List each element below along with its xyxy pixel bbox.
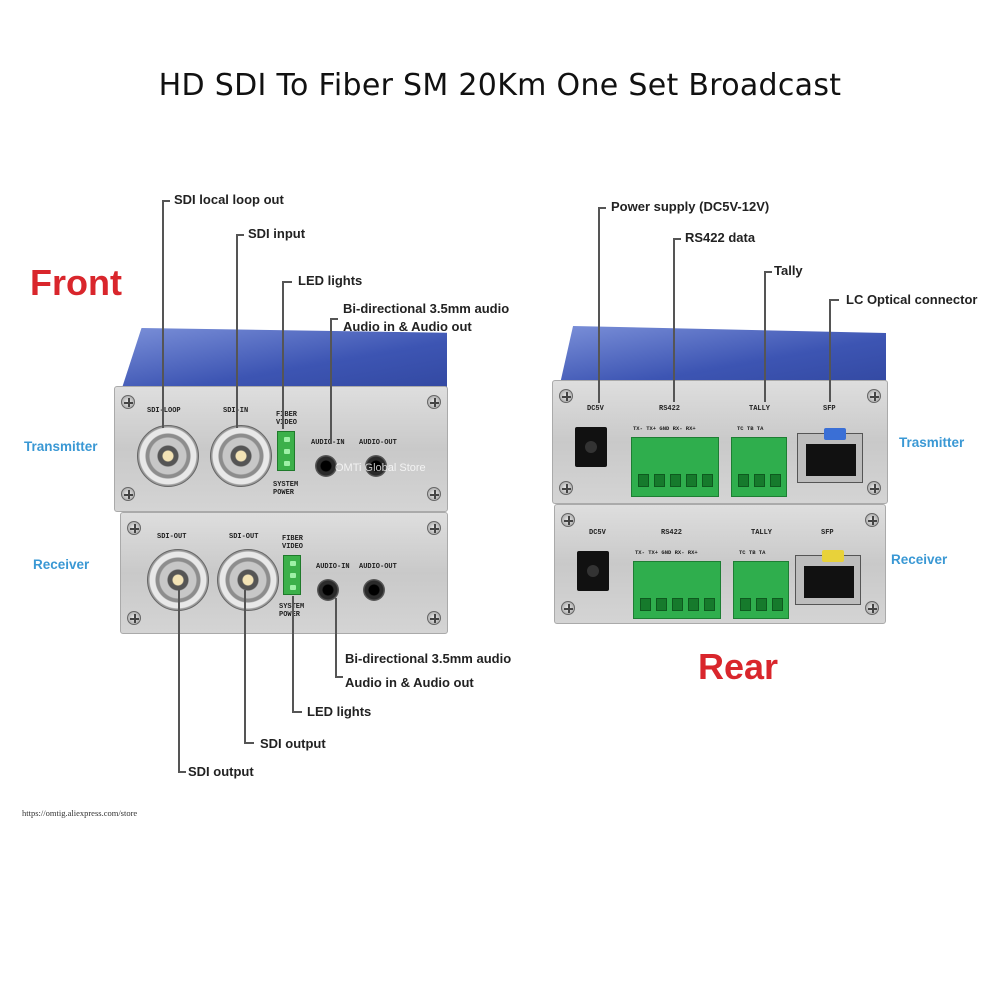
rear-label: Rear <box>698 646 779 687</box>
callout-audio-bottom-line1: Bi-directional 3.5mm audio <box>345 651 512 666</box>
tx-video-label: VIDEO <box>276 419 298 427</box>
rx-audio-in-label: AUDIO-IN <box>316 563 350 571</box>
rx-video-label: VIDEO <box>282 543 304 551</box>
transmitter-label-front: Transmitter <box>24 439 98 454</box>
callout-audio-top-line2: Audio in & Audio out <box>343 319 472 334</box>
tx-rs422-terminal[interactable] <box>631 437 719 497</box>
callout-sdi-output-right: SDI output <box>260 736 326 751</box>
sdi-out2-connector[interactable] <box>217 549 279 611</box>
callout-sdi-output-left: SDI output <box>188 764 254 779</box>
tx-audio-in-jack[interactable] <box>315 455 337 477</box>
page-title: HD SDI To Fiber SM 20Km One Set Broadcas… <box>158 68 842 103</box>
rx-audio-out-jack[interactable] <box>363 579 385 601</box>
callout-sdi-input: SDI input <box>248 226 306 241</box>
rx-dc-power-jack[interactable] <box>577 551 609 591</box>
callout-sdi-loop: SDI local loop out <box>174 192 284 207</box>
store-watermark: OMTi Global Store <box>335 462 426 474</box>
rx-rs422-pins: TX- TX+ GND RX- RX+ <box>635 549 698 556</box>
rx-system-label: SYSTEM <box>279 603 304 611</box>
rx-led-indicator <box>283 555 301 595</box>
tx-tally-label: TALLY <box>749 405 771 413</box>
footer-store-url: https://omtig.aliexpress.com/store <box>22 808 138 818</box>
rx-fiber-label: FIBER <box>282 535 304 543</box>
sdi-loop-connector[interactable] <box>137 425 199 487</box>
front-label: Front <box>30 262 122 303</box>
sdi-in-connector[interactable] <box>210 425 272 487</box>
tx-dc5v-label: DC5V <box>587 405 604 413</box>
tx-system-label: SYSTEM <box>273 481 299 489</box>
callout-optical: LC Optical connector <box>846 292 978 307</box>
tx-tally-terminal[interactable] <box>731 437 787 497</box>
tx-audio-out-jack[interactable] <box>365 455 387 477</box>
tx-led-indicator <box>277 431 295 471</box>
rx-sfp-tab <box>822 550 844 562</box>
tx-sdi-loop-label: SDI-LOOP <box>147 407 181 415</box>
transmitter-label-rear: Trasmitter <box>899 435 965 450</box>
rx-sfp-label: SFP <box>821 529 834 537</box>
rx-sdi-out2-label: SDI-OUT <box>229 533 259 541</box>
rx-audio-out-label: AUDIO-OUT <box>359 563 397 571</box>
rx-audio-in-jack[interactable] <box>317 579 339 601</box>
receiver-label-front: Receiver <box>33 557 90 572</box>
callout-rs422: RS422 data <box>685 230 756 245</box>
rx-tally-pins: TC TB TA <box>739 549 766 556</box>
tx-audio-out-label: AUDIO-OUT <box>359 439 397 447</box>
rx-tally-terminal[interactable] <box>733 561 789 619</box>
rx-sfp-port[interactable] <box>795 550 861 605</box>
tx-audio-in-label: AUDIO-IN <box>311 439 345 447</box>
rx-rs422-terminal[interactable] <box>633 561 721 619</box>
callout-audio-top-line1: Bi-directional 3.5mm audio <box>343 301 510 316</box>
receiver-label-rear: Receiver <box>891 552 948 567</box>
callout-power: Power supply (DC5V-12V) <box>611 199 770 214</box>
tx-fiber-label: FIBER <box>276 411 298 419</box>
rx-power-label: POWER <box>279 611 301 619</box>
callout-led-bottom: LED lights <box>307 704 372 719</box>
tx-sfp-label: SFP <box>823 405 836 413</box>
tx-sfp-tab <box>824 428 846 440</box>
tx-rs422-label: RS422 <box>659 405 681 413</box>
tx-sfp-port[interactable] <box>797 428 863 483</box>
rx-rs422-label: RS422 <box>661 529 683 537</box>
tx-dc-power-jack[interactable] <box>575 427 607 467</box>
callout-audio-bottom-line2: Audio in & Audio out <box>345 675 474 690</box>
rx-tally-label: TALLY <box>751 529 773 537</box>
tx-rs422-pins: TX- TX+ GND RX- RX+ <box>633 425 696 432</box>
rx-dc5v-label: DC5V <box>589 529 606 537</box>
tx-tally-pins: TC TB TA <box>737 425 764 432</box>
callout-led-top: LED lights <box>298 273 363 288</box>
callout-tally: Tally <box>774 263 803 278</box>
tx-sdi-in-label: SDI-IN <box>223 407 248 415</box>
rx-sdi-out1-label: SDI-OUT <box>157 533 187 541</box>
tx-power-label: POWER <box>273 489 295 497</box>
